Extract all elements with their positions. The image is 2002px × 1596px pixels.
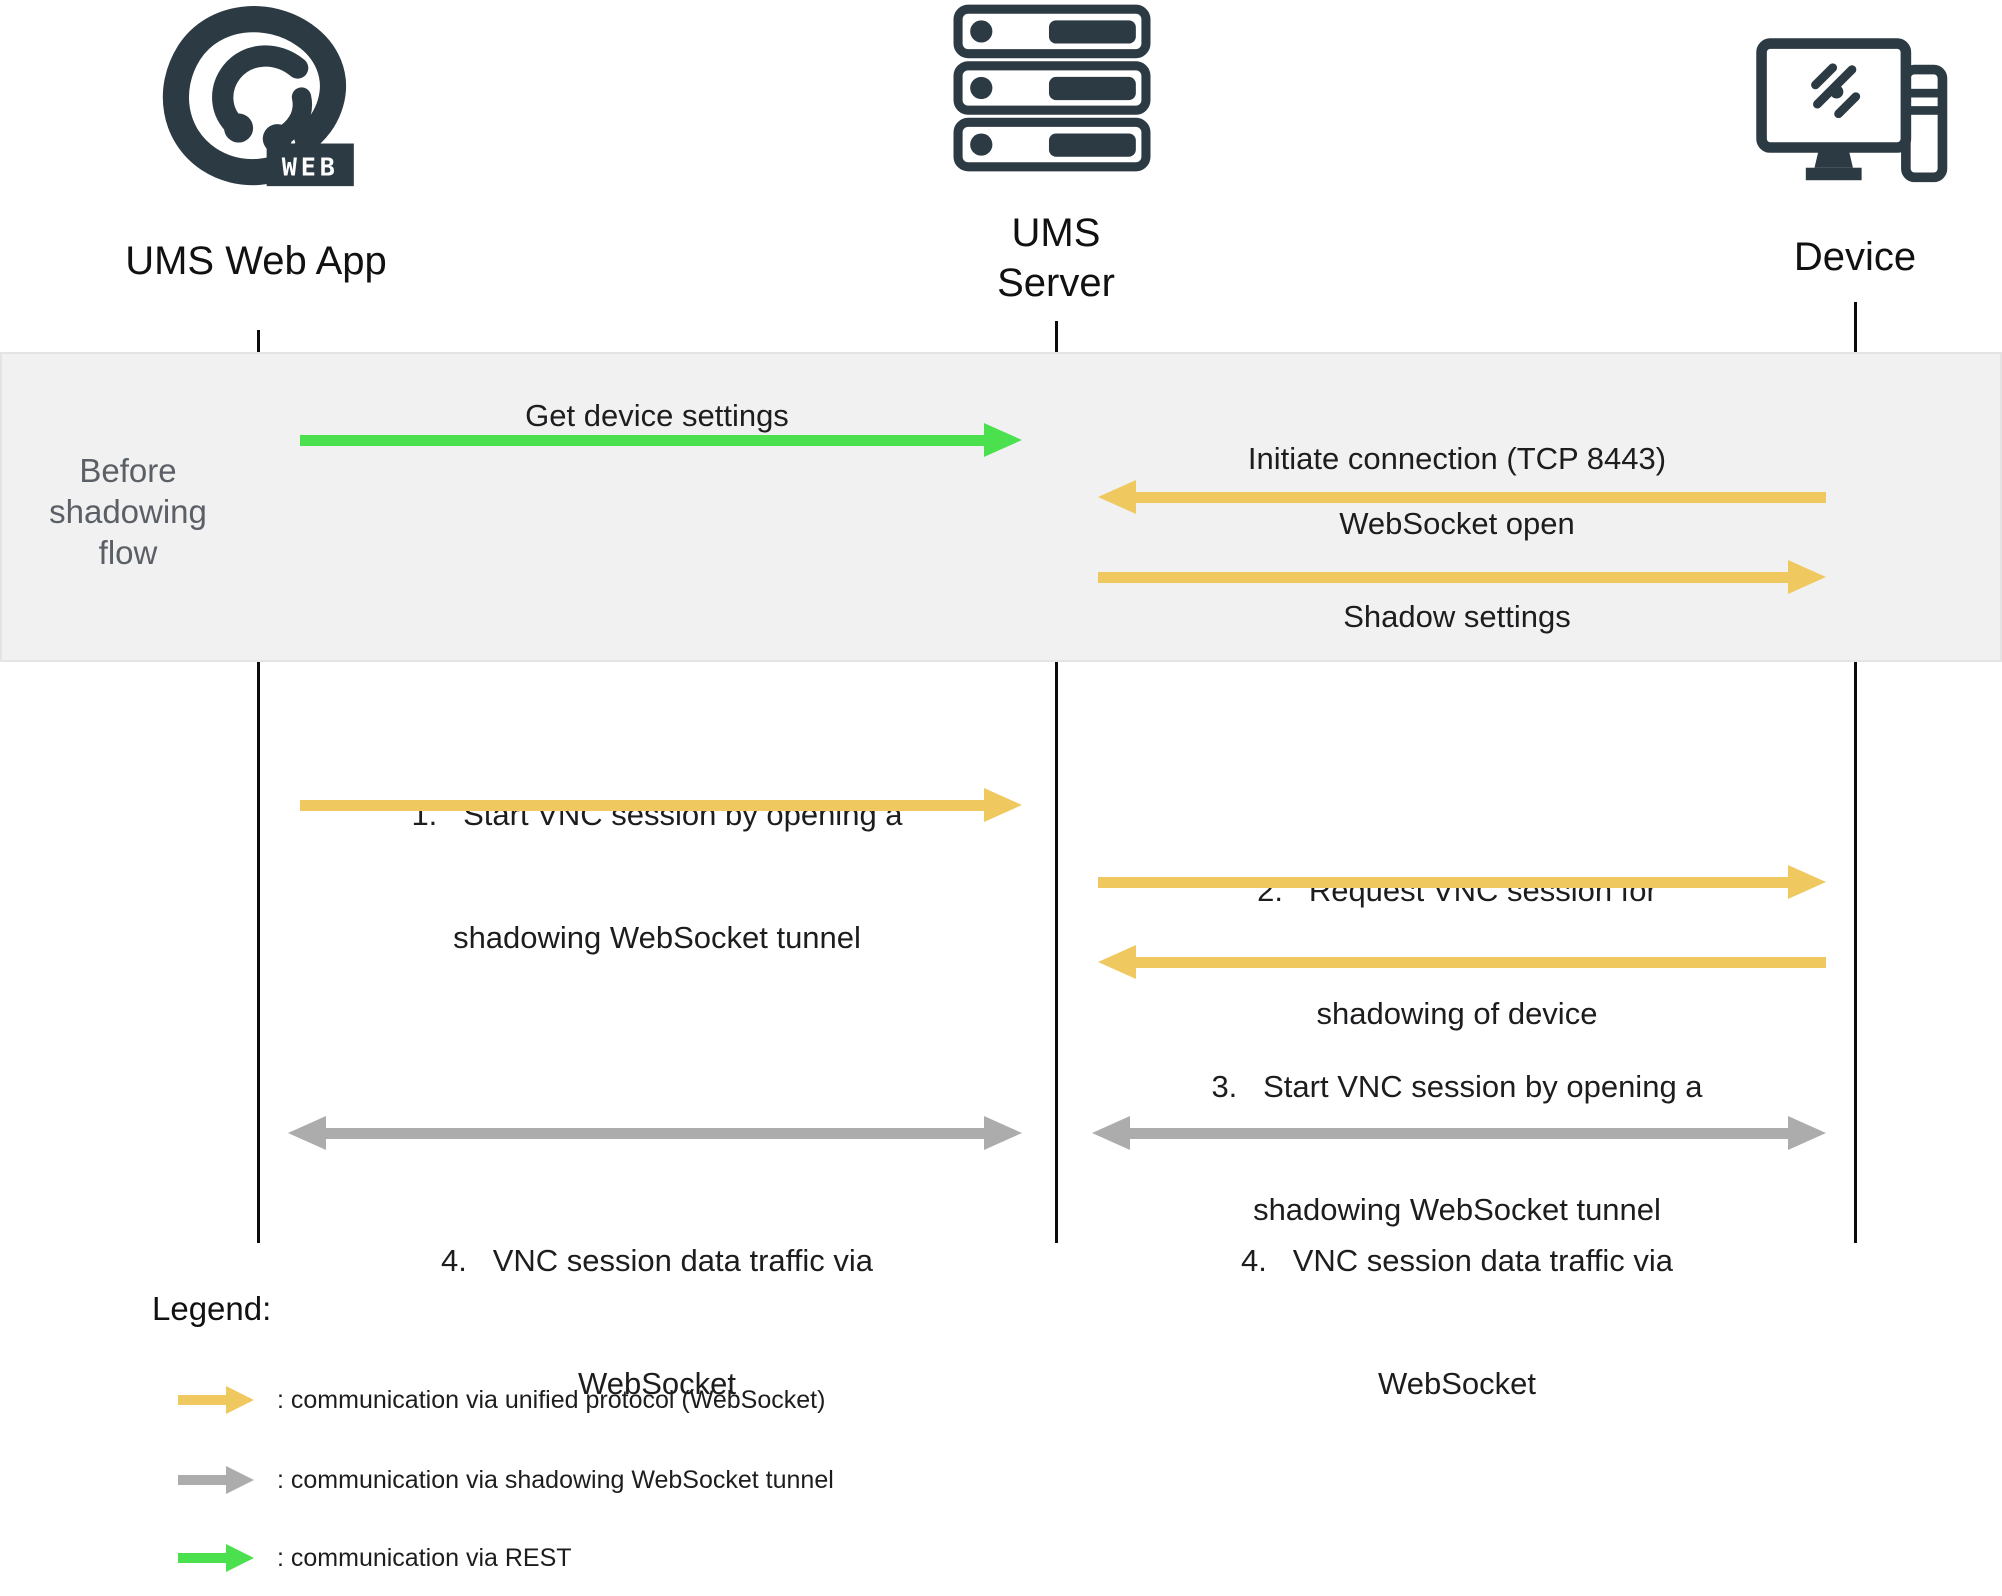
message-step4-left: 4. VNC session data traffic via WebSocke… [258,1158,1056,1486]
shadowing-tunnel-arrow-step4-right [1092,1113,1826,1153]
actor-label-ums-web-app: UMS Web App [125,239,387,283]
unified-arrow-websocket-open [1098,557,1826,597]
unified-arrow-step1 [300,785,1022,825]
legend-label-rest: : communication via REST [277,1544,572,1572]
arrow-head-right-icon [226,1544,254,1572]
legend-label-unified-protocol: : communication via unified protocol (We… [277,1386,826,1414]
ums-web-app-logo-icon: WEB [162,6,354,187]
arrow-shaft [1098,572,1796,583]
web-badge-label: WEB [282,152,339,181]
ums-server-icon [953,4,1151,172]
message-step3: 3. Start VNC session by opening a shadow… [1056,984,1858,1312]
arrow-shaft [318,1128,992,1139]
arrow-head-right-icon [226,1466,254,1494]
legend-unified-protocol-arrow-icon [178,1382,254,1418]
arrow-shaft [300,800,992,811]
actor-label-ums-server-line2: Server [997,261,1115,305]
arrow-head-right-icon [984,1116,1022,1150]
arrow-shaft [1098,877,1796,888]
arrow-shaft [300,435,992,446]
legend-title: Legend: [152,1290,272,1327]
message-step4-right-line1: 4. VNC session data traffic via [1241,1243,1673,1278]
message-initiate-connection: Initiate connection (TCP 8443) [1247,441,1667,476]
arrow-head-right-icon [226,1386,254,1414]
arrow-head-left-icon [1098,945,1136,979]
legend-shadowing-tunnel-arrow-icon [178,1462,254,1498]
lifeline-device [1854,302,1857,1243]
rest-arrow-get-device-settings [300,420,1022,460]
arrow-head-right-icon [1788,865,1826,899]
message-step4-left-line1: 4. VNC session data traffic via [441,1243,873,1278]
arrow-shaft [178,1553,234,1563]
message-step3-line2: shadowing WebSocket tunnel [1253,1192,1661,1227]
device-icon [1756,38,1948,183]
lifeline-ums-server [1055,321,1058,1243]
phase-band-label-line2: shadowing [49,493,207,530]
message-shadow-settings: Shadow settings [1343,599,1571,634]
arrow-head-left-icon [1092,1116,1130,1150]
before-shadowing-flow-band [0,352,2002,662]
arrow-head-left-icon [288,1116,326,1150]
legend-label-shadowing-tunnel: : communication via shadowing WebSocket … [277,1466,834,1494]
unified-arrow-initiate-connection [1098,477,1826,517]
message-step1: 1. Start VNC session by opening a shadow… [258,712,1056,1040]
phase-band-label-line1: Before [79,452,177,489]
arrow-shaft [178,1475,234,1485]
arrow-head-left-icon [1098,480,1136,514]
arrow-shaft [1128,492,1826,503]
arrow-head-right-icon [984,423,1022,457]
arrow-shaft [178,1395,234,1405]
shadowing-tunnel-arrow-step4-left [288,1113,1022,1153]
actor-label-ums-server-line1: UMS [1011,211,1101,255]
arrow-head-right-icon [1788,560,1826,594]
unified-arrow-step2 [1098,862,1826,902]
message-step1-line2: shadowing WebSocket tunnel [453,920,861,955]
arrow-head-right-icon [1788,1116,1826,1150]
actor-label-ums-server: UMS Server [906,208,1206,308]
arrow-shaft [1122,1128,1796,1139]
message-step4-right-line2: WebSocket [1378,1366,1536,1401]
arrow-shaft [1128,957,1826,968]
message-step2-line2: shadowing of device [1316,996,1598,1031]
message-step4-left-line2: WebSocket [578,1366,736,1401]
legend-rest-arrow-icon [178,1540,254,1576]
message-get-device-settings: Get device settings [525,398,789,433]
phase-band-label: Before shadowing flow [14,450,242,573]
message-websocket-open: WebSocket open [1339,506,1575,541]
arrow-head-right-icon [984,788,1022,822]
message-step4-right: 4. VNC session data traffic via WebSocke… [1056,1158,1858,1486]
lifeline-ums-web-app [257,330,260,1243]
phase-band-label-line3: flow [98,534,158,571]
actor-label-device: Device [1793,235,1917,279]
unified-arrow-step3 [1098,942,1826,982]
message-step3-line1: 3. Start VNC session by opening a [1211,1069,1703,1104]
